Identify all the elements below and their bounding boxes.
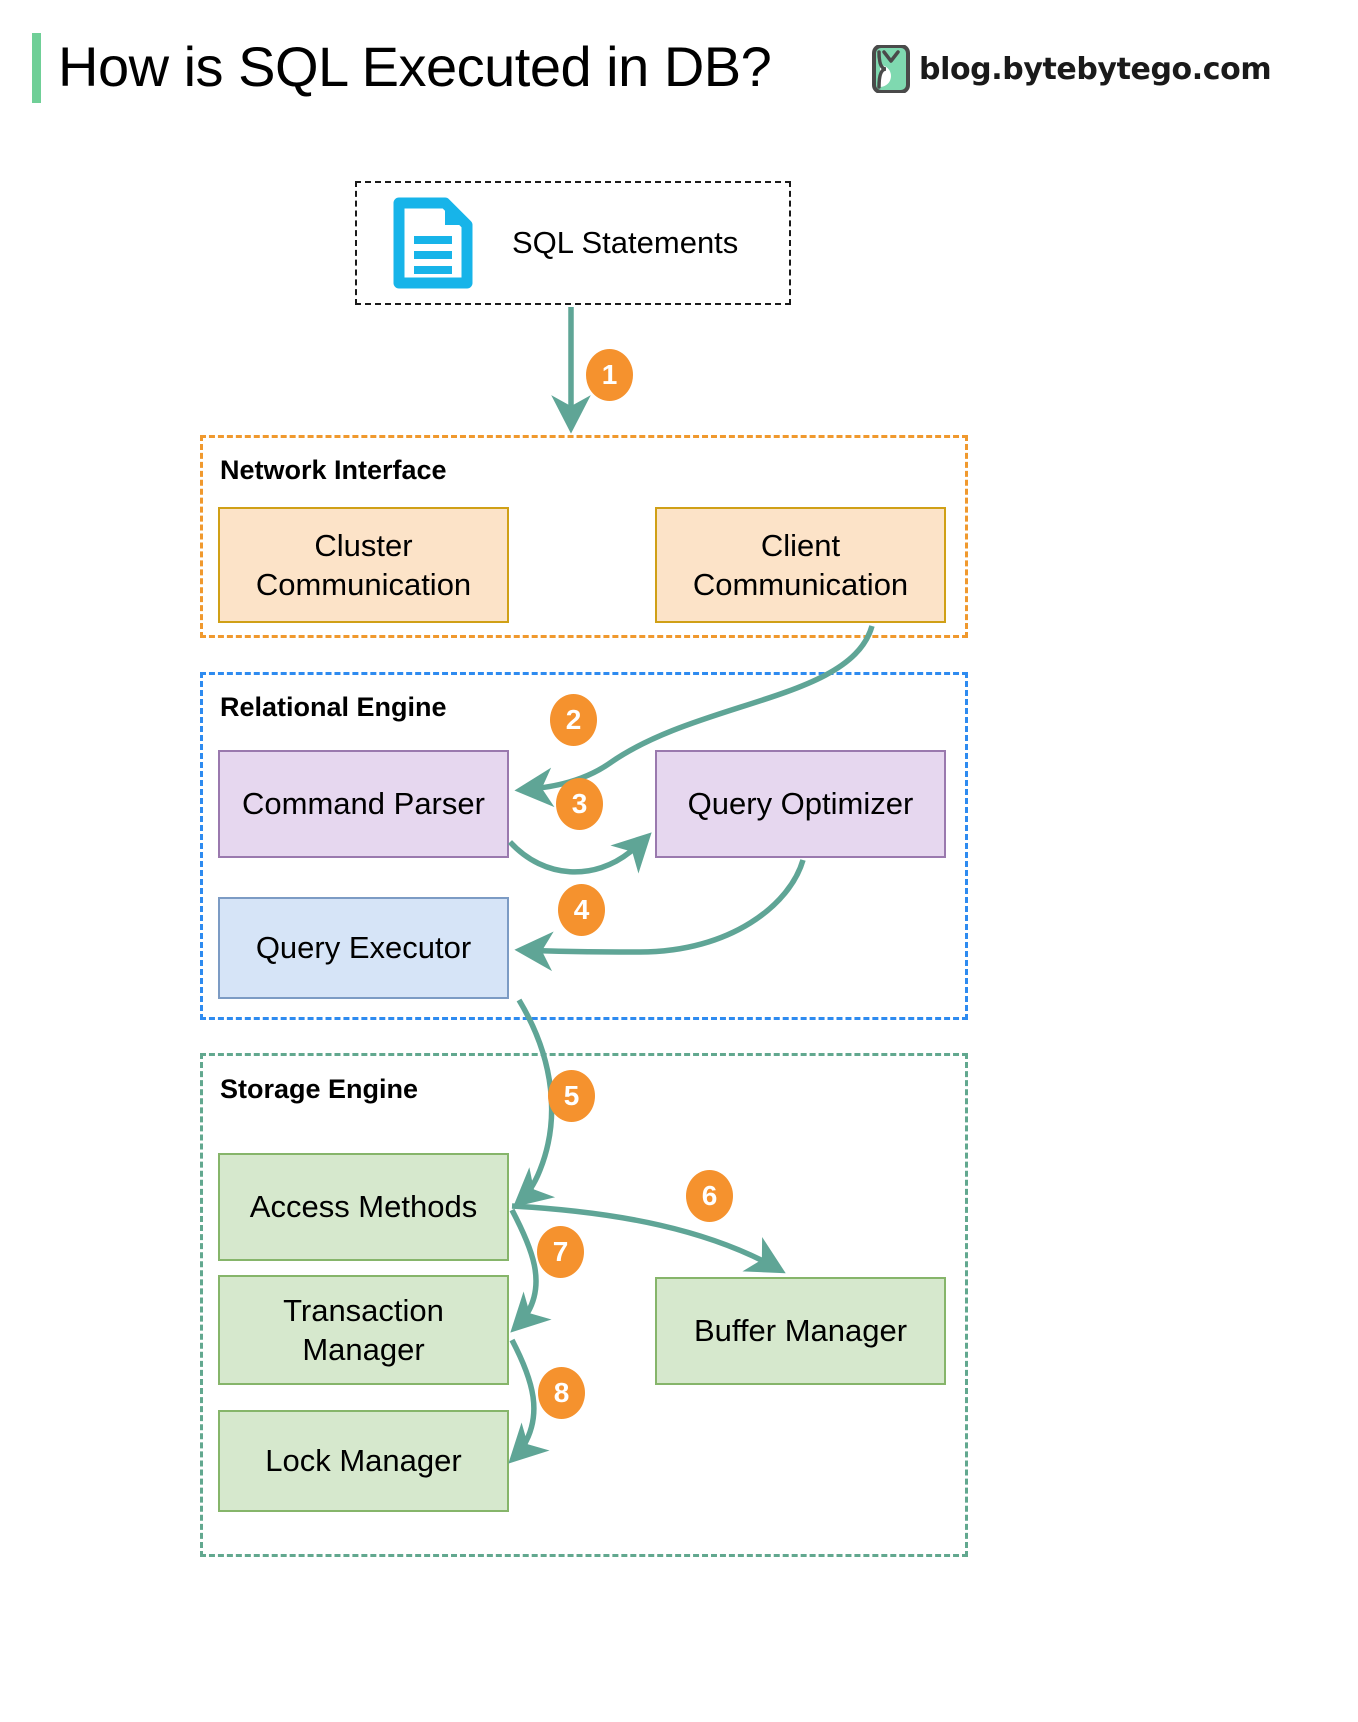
node-query-optimizer[interactable]: Query Optimizer (655, 750, 946, 858)
node-label-line1: Transaction (283, 1292, 444, 1328)
title-accent-bar (32, 33, 41, 103)
step-badge-4: 4 (558, 884, 605, 936)
step-badge-1: 1 (586, 349, 633, 401)
node-client-communication[interactable]: Client Communication (655, 507, 946, 623)
node-command-parser[interactable]: Command Parser (218, 750, 509, 858)
group-title-storage-engine: Storage Engine (220, 1074, 419, 1104)
step-badge-2: 2 (550, 694, 597, 746)
page-header: How is SQL Executed in DB? blog.bytebyte… (0, 0, 1358, 140)
group-title-relational-engine: Relational Engine (220, 692, 447, 722)
node-label: Access Methods (249, 1189, 478, 1225)
document-icon (393, 197, 473, 289)
node-lock-manager[interactable]: Lock Manager (218, 1410, 509, 1512)
node-label: Query Executor (255, 930, 472, 966)
node-transaction-manager[interactable]: Transaction Manager (218, 1275, 509, 1385)
node-label: Command Parser (242, 786, 485, 822)
step-badge-8: 8 (538, 1367, 585, 1419)
brand-url-text: blog.bytebytego.com (919, 51, 1272, 87)
sql-statements-box: SQL Statements (355, 181, 791, 305)
brand: blog.bytebytego.com (870, 40, 1272, 98)
node-label: Lock Manager (265, 1443, 462, 1479)
step-badge-5: 5 (548, 1070, 595, 1122)
node-query-executor[interactable]: Query Executor (218, 897, 509, 999)
node-cluster-communication[interactable]: Cluster Communication (218, 507, 509, 623)
node-label-line1: Client (760, 527, 841, 563)
step-badge-7: 7 (537, 1226, 584, 1278)
step-badge-3: 3 (556, 778, 603, 830)
node-label-line2: Communication (692, 567, 909, 602)
step-badge-6: 6 (686, 1170, 733, 1222)
node-label: Buffer Manager (693, 1313, 908, 1349)
node-label-line2: Manager (302, 1332, 425, 1367)
page-title: How is SQL Executed in DB? (58, 35, 772, 98)
node-label: Query Optimizer (687, 786, 914, 822)
node-label: Client Communication (693, 526, 908, 604)
node-label: Cluster Communication (256, 526, 471, 604)
node-label: Transaction Manager (283, 1291, 444, 1369)
node-access-methods[interactable]: Access Methods (218, 1153, 509, 1261)
group-storage-engine (200, 1053, 968, 1557)
node-label-line2: Communication (255, 567, 472, 602)
bytebytego-logo-icon (872, 45, 910, 93)
group-title-network-interface: Network Interface (220, 455, 447, 485)
node-buffer-manager[interactable]: Buffer Manager (655, 1277, 946, 1385)
sql-statements-label: SQL Statements (512, 225, 739, 260)
node-label-line1: Cluster (314, 527, 413, 563)
